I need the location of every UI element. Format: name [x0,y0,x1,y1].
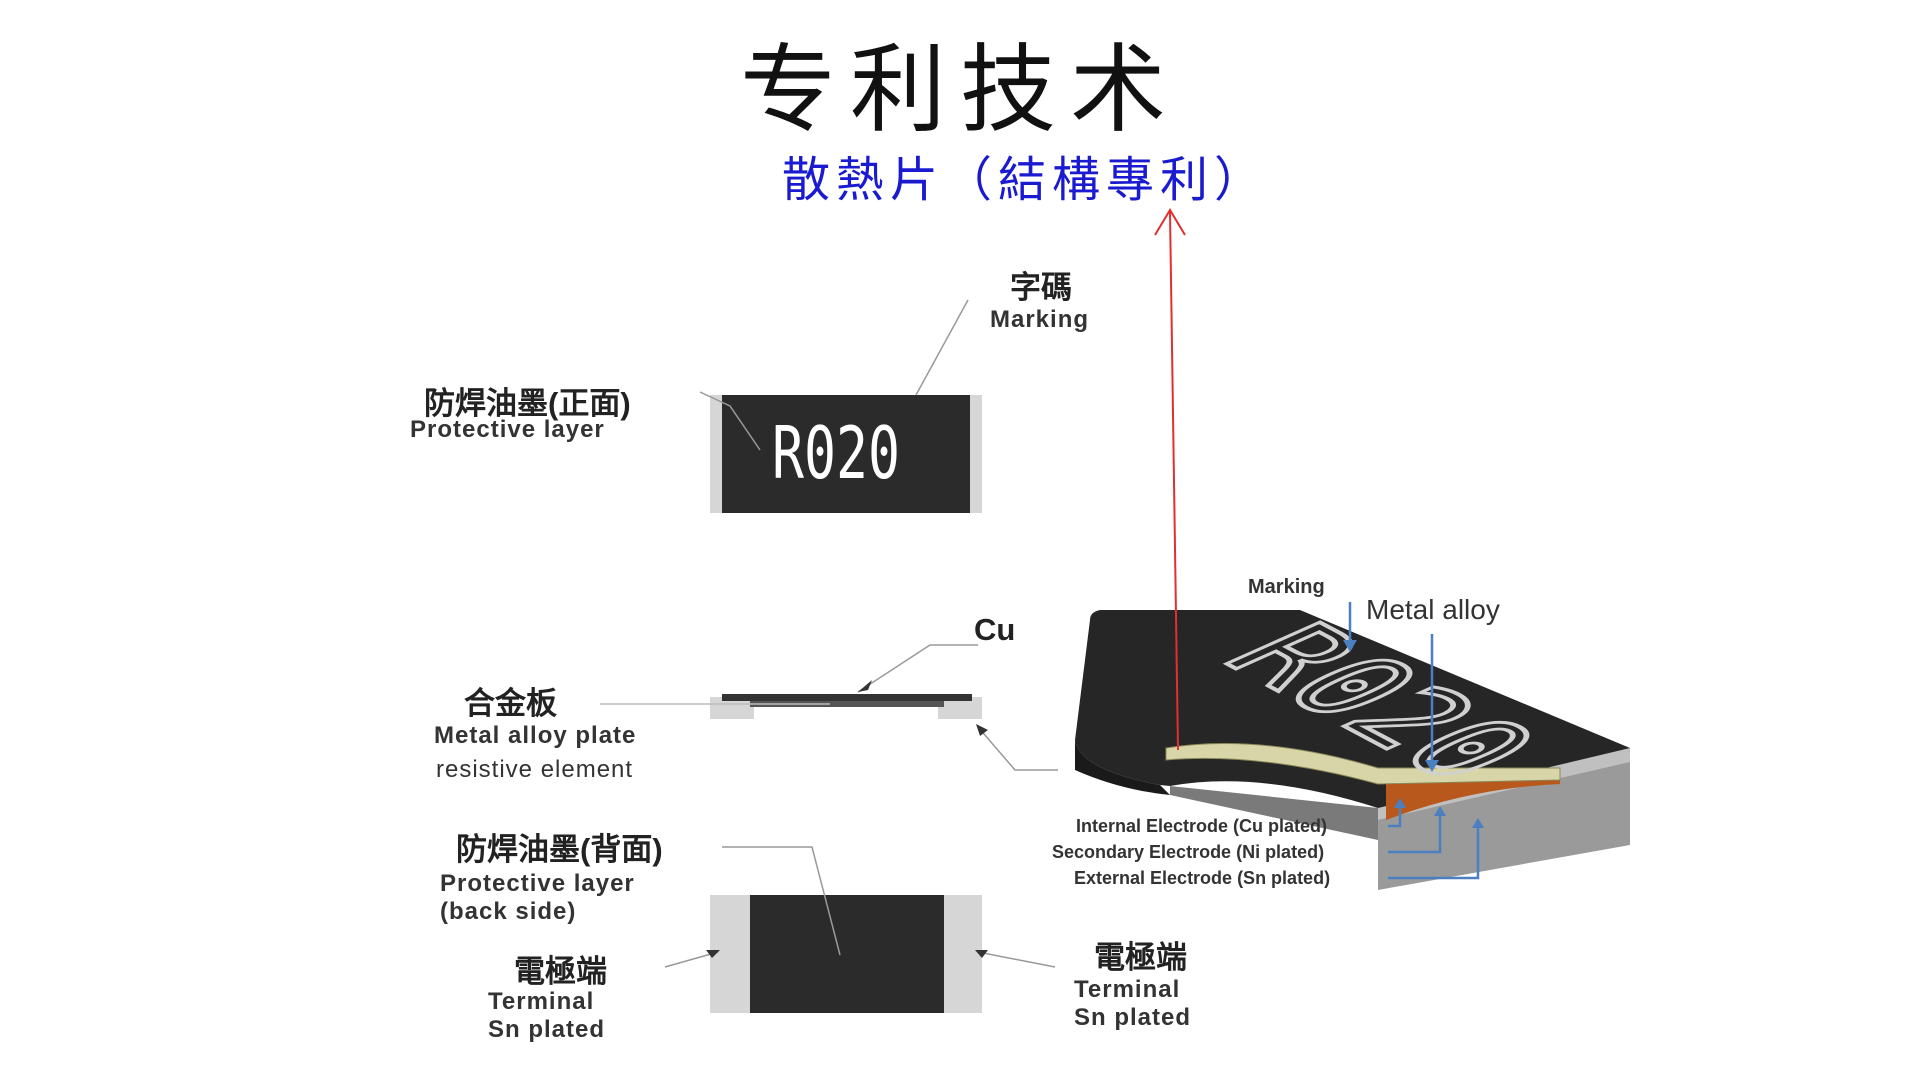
side-left-terminal [710,697,754,719]
secondary-pointer-head [1434,806,1446,816]
terminal-right-en-label-2: Sn plated [1074,1004,1192,1031]
internal-electrode-label: Internal Electrode (Cu plated) [1076,816,1328,836]
cross-marking-label: Marking [1248,576,1325,598]
terminal-left-en-label-2: Sn plated [488,1016,606,1043]
alloy-cn-label: 合金板 [464,686,557,721]
protective-back-cn-label: 防焊油墨(背面) [456,832,663,867]
terminal-side-arrowhead [976,724,988,736]
cross-underside [1075,740,1170,795]
terminal-left-cn-label: 電極端 [514,954,607,989]
side-view-plate [600,644,1058,771]
cross-cu-layer [1165,743,1561,785]
left-terminal-arrowhead [706,950,720,958]
alloy-en-label-1: Metal alloy plate [434,722,637,749]
heat-sink-arrow [1154,208,1186,751]
terminal-right-en-label-1: Terminal [1074,976,1181,1003]
red-arrow-head [1154,208,1186,236]
marking-pointer-head [1343,640,1357,652]
top-chip-marking: R020 [772,411,900,495]
marking-leader-line [915,299,969,396]
cu-arrowhead [858,680,872,692]
cu-layer [722,694,972,701]
cross-section-chip: R020 [1075,602,1630,890]
back-view-chip [664,846,1056,1013]
left-terminal-leader-line [664,951,719,968]
marking-en-label: Marking [990,306,1090,333]
protective-back-en-label-1: Protective layer [440,870,635,897]
terminal-right-cn-label: 電極端 [1094,940,1187,975]
cu-label: Cu [974,612,1016,647]
alloy-pointer-head [1425,760,1439,772]
marking-cn-label: 字碼 [1010,270,1072,305]
external-electrode-label: External Electrode (Sn plated) [1074,868,1331,888]
protective-leader-line [699,391,761,451]
internal-pointer [1388,802,1402,828]
internal-pointer-head [1394,798,1406,808]
protective-back-en-label-2: (back side) [440,898,577,925]
protective-front-cn-label: 防焊油墨(正面) [424,386,631,421]
alloy-en-label-2: resistive element [436,756,634,783]
cross-right-face [1378,748,1630,890]
slide-title: 专利技术 [740,34,1180,146]
alloy-layer [750,701,944,707]
secondary-pointer [1388,810,1442,854]
top-chip-body [722,395,970,513]
external-pointer-head [1472,818,1484,828]
external-pointer [1388,822,1480,880]
protective-front-en-label: Protective layer [410,416,605,443]
side-right-terminal [938,697,982,719]
cross-metal-alloy-label: Metal alloy [1366,594,1500,625]
back-protective-leader-line [722,846,841,956]
red-arrow-line [1169,211,1179,751]
secondary-electrode-label: Secondary Electrode (Ni plated) [1052,842,1325,862]
terminal-left-en-label-1: Terminal [488,988,595,1015]
back-chip-body [750,895,944,1013]
slide-subtitle: 散熱片（結構專利） [781,152,1268,208]
top-view-chip: R020 [699,299,982,513]
terminal-side-leader-line [977,726,1058,771]
cross-front-face [1170,786,1378,840]
right-terminal-leader-line [977,951,1056,968]
right-terminal-arrowhead [975,950,988,958]
